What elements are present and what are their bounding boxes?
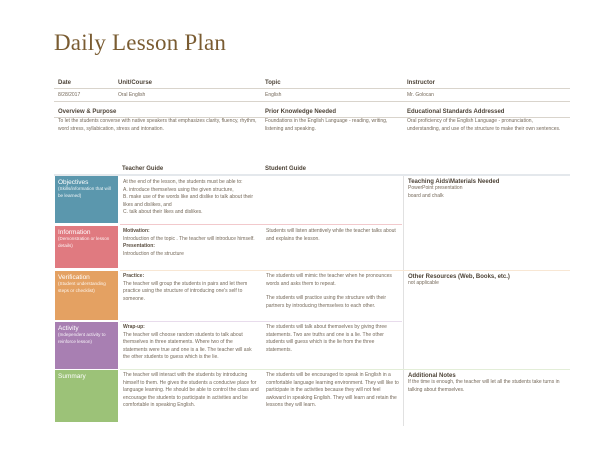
objectives-title: Objectives <box>58 179 89 186</box>
information-label: Information (Demonstration or lesson det… <box>55 226 118 268</box>
page-title: Daily Lesson Plan <box>54 30 227 55</box>
summary-teacher: The teacher will interact with the stude… <box>123 372 259 408</box>
additional-notes: Additional Notes If the time is enough, … <box>408 373 560 393</box>
activity-teacher: Wrap-up:The teacher will choose random s… <box>123 324 252 360</box>
verification-student: The students will mimic the teacher when… <box>266 273 392 309</box>
topic-value: English <box>265 92 282 98</box>
standards-text: Oral proficiency of the English Language… <box>407 118 561 132</box>
instructor-header: Instructor <box>407 80 436 86</box>
date-header: Date <box>58 80 72 86</box>
prior-knowledge-text: Foundations in the English Language - re… <box>265 118 388 132</box>
other-resources: Other Resources (Web, Books, etc.) not a… <box>408 274 510 286</box>
date-value: 8/28/2017 <box>58 92 81 98</box>
activity-student: The students will talk about themselves … <box>266 324 387 353</box>
verification-teacher: Practice:The teacher will group the stud… <box>123 273 248 302</box>
standards-header: Educational Standards Addressed <box>407 109 505 115</box>
teaching-aids: Teaching Aids\Materials Needed PowerPoin… <box>408 179 500 199</box>
objectives-subtitle: (Skills/information that will be learned… <box>58 186 111 198</box>
objectives-teacher: At the end of the lesson, the students m… <box>123 179 254 215</box>
overview-text: To let the students converse with native… <box>58 118 257 132</box>
information-teacher: Motivation:Introduction of the topic . T… <box>123 228 255 257</box>
information-title: Information <box>58 229 91 236</box>
activity-label: Activity (Independent activity to reinfo… <box>55 322 118 369</box>
verification-label: Verification (Student understanding step… <box>55 271 118 320</box>
overview-header: Overview & Purpose <box>58 109 117 115</box>
activity-title: Activity <box>58 325 79 332</box>
information-subtitle: (Demonstration or lesson details) <box>58 236 110 248</box>
summary-title: Summary <box>58 373 86 380</box>
activity-subtitle: (Independent activity to reinforce lesso… <box>58 332 106 344</box>
verification-subtitle: (Student understanding steps or checklis… <box>58 281 106 293</box>
unit-header: Unit/Course <box>118 80 153 86</box>
verification-title: Verification <box>58 274 90 281</box>
student-guide-header: Student Guide <box>265 166 306 172</box>
instructor-value: Mr. Golocan <box>407 92 434 98</box>
teacher-guide-header: Teacher Guide <box>122 166 164 172</box>
topic-header: Topic <box>265 80 281 86</box>
unit-value: Oral English <box>118 92 146 98</box>
summary-label: Summary <box>55 370 118 422</box>
information-student: Students will listen attentively while t… <box>266 228 396 242</box>
objectives-label: Objectives (Skills/information that will… <box>55 176 118 223</box>
summary-student: The students will be encouraged to speak… <box>266 372 399 408</box>
prior-knowledge-header: Prior Knowledge Needed <box>265 109 337 115</box>
